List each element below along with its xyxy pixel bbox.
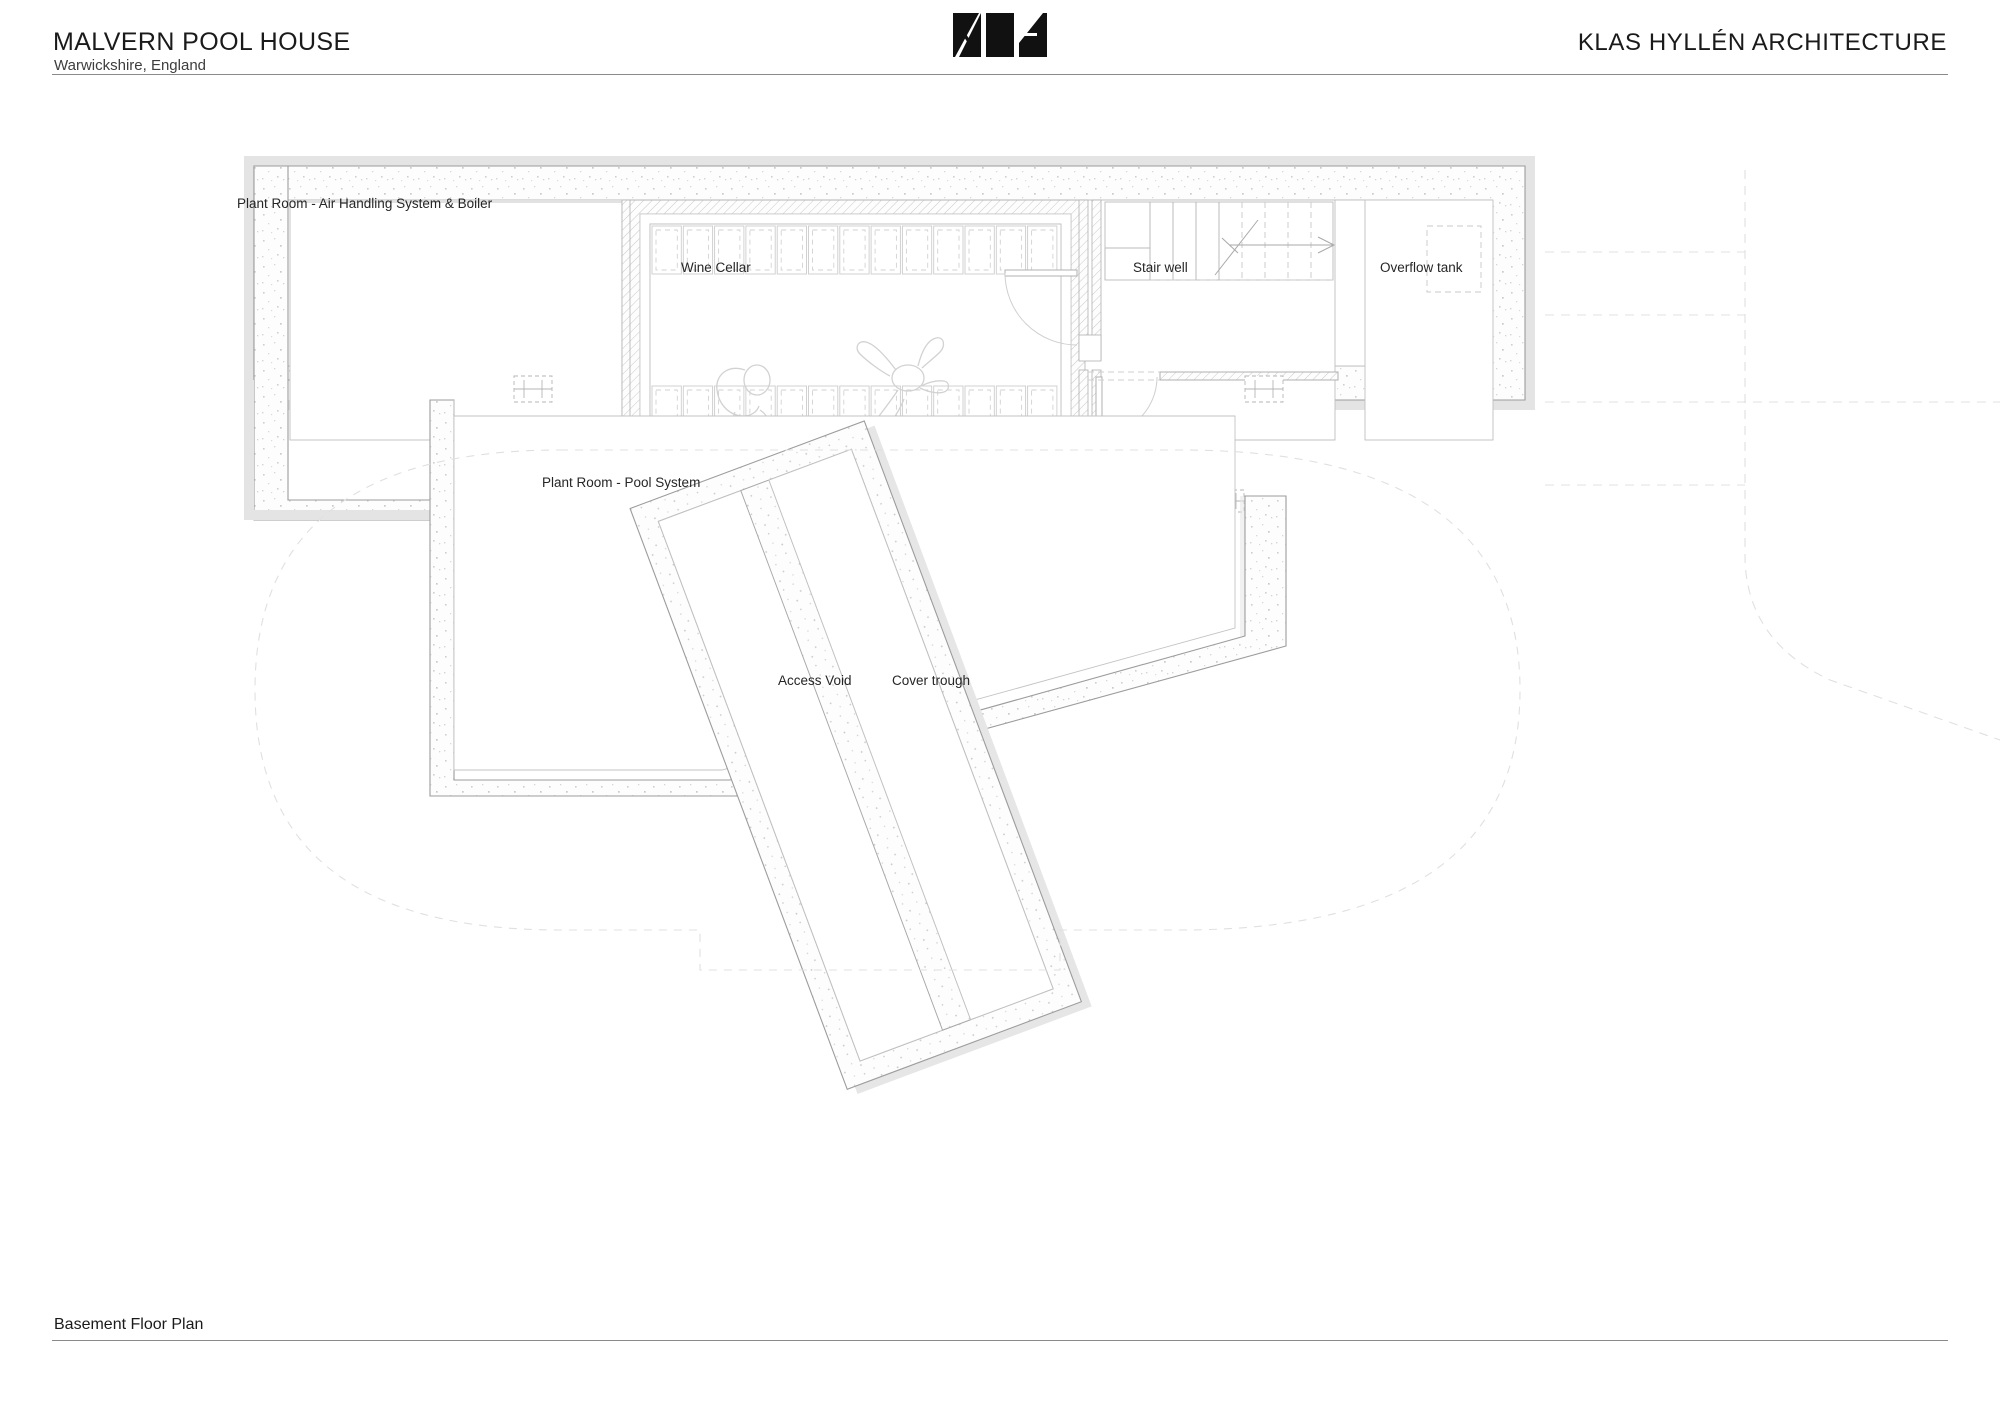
room-label-cover-trough: Cover trough (892, 673, 970, 688)
room-stair-well (1084, 199, 1336, 441)
room-label-access-void: Access Void (778, 673, 852, 688)
footer-divider (52, 1340, 1948, 1341)
wine-rack-bay (995, 225, 1027, 275)
wine-rack-bay (933, 225, 964, 275)
project-location: Warwickshire, England (54, 57, 206, 74)
wine-rack-top-row (651, 225, 1058, 275)
wine-rack-bay (714, 225, 745, 275)
room-label-stair-well: Stair well (1133, 260, 1188, 275)
page-title: MALVERN POOL HOUSE (53, 28, 351, 56)
wine-rack-bay (901, 225, 933, 275)
room-label-plant-room-pool: Plant Room - Pool System (542, 475, 700, 490)
pool-outline (254, 449, 1521, 971)
wine-rack-bay (682, 225, 714, 275)
wine-rack-bay (745, 225, 776, 275)
room-label-overflow-tank: Overflow tank (1380, 260, 1463, 275)
kha-monogram-logo (953, 13, 1047, 57)
wine-rack-bay (870, 225, 901, 275)
sheet-caption: Basement Floor Plan (54, 1316, 204, 1333)
floor-plan-drawing: Plant Room - Air Handling System & Boile… (0, 80, 2000, 1320)
wine-rack-bay (964, 225, 995, 275)
room-label-plant-room-air: Plant Room - Air Handling System & Boile… (237, 196, 493, 211)
pool-corridor-group (629, 420, 1092, 1094)
stair-direction-arrow (1214, 219, 1336, 276)
room-overflow-tank (1364, 199, 1494, 441)
wine-rack-bay (651, 225, 682, 275)
room-plant-room-air (289, 201, 623, 441)
firm-name: KLAS HYLLÉN ARCHITECTURE (1577, 29, 1947, 56)
header-divider (52, 74, 1948, 75)
room-label-wine-cellar: Wine Cellar (681, 260, 751, 275)
wine-rack-bay (1027, 225, 1058, 275)
wine-rack-bay (839, 225, 870, 275)
wine-rack-bay (776, 225, 807, 275)
door-wine-cellar (1004, 269, 1078, 346)
context-lines (1545, 170, 2000, 741)
wine-rack-bay (808, 225, 839, 275)
